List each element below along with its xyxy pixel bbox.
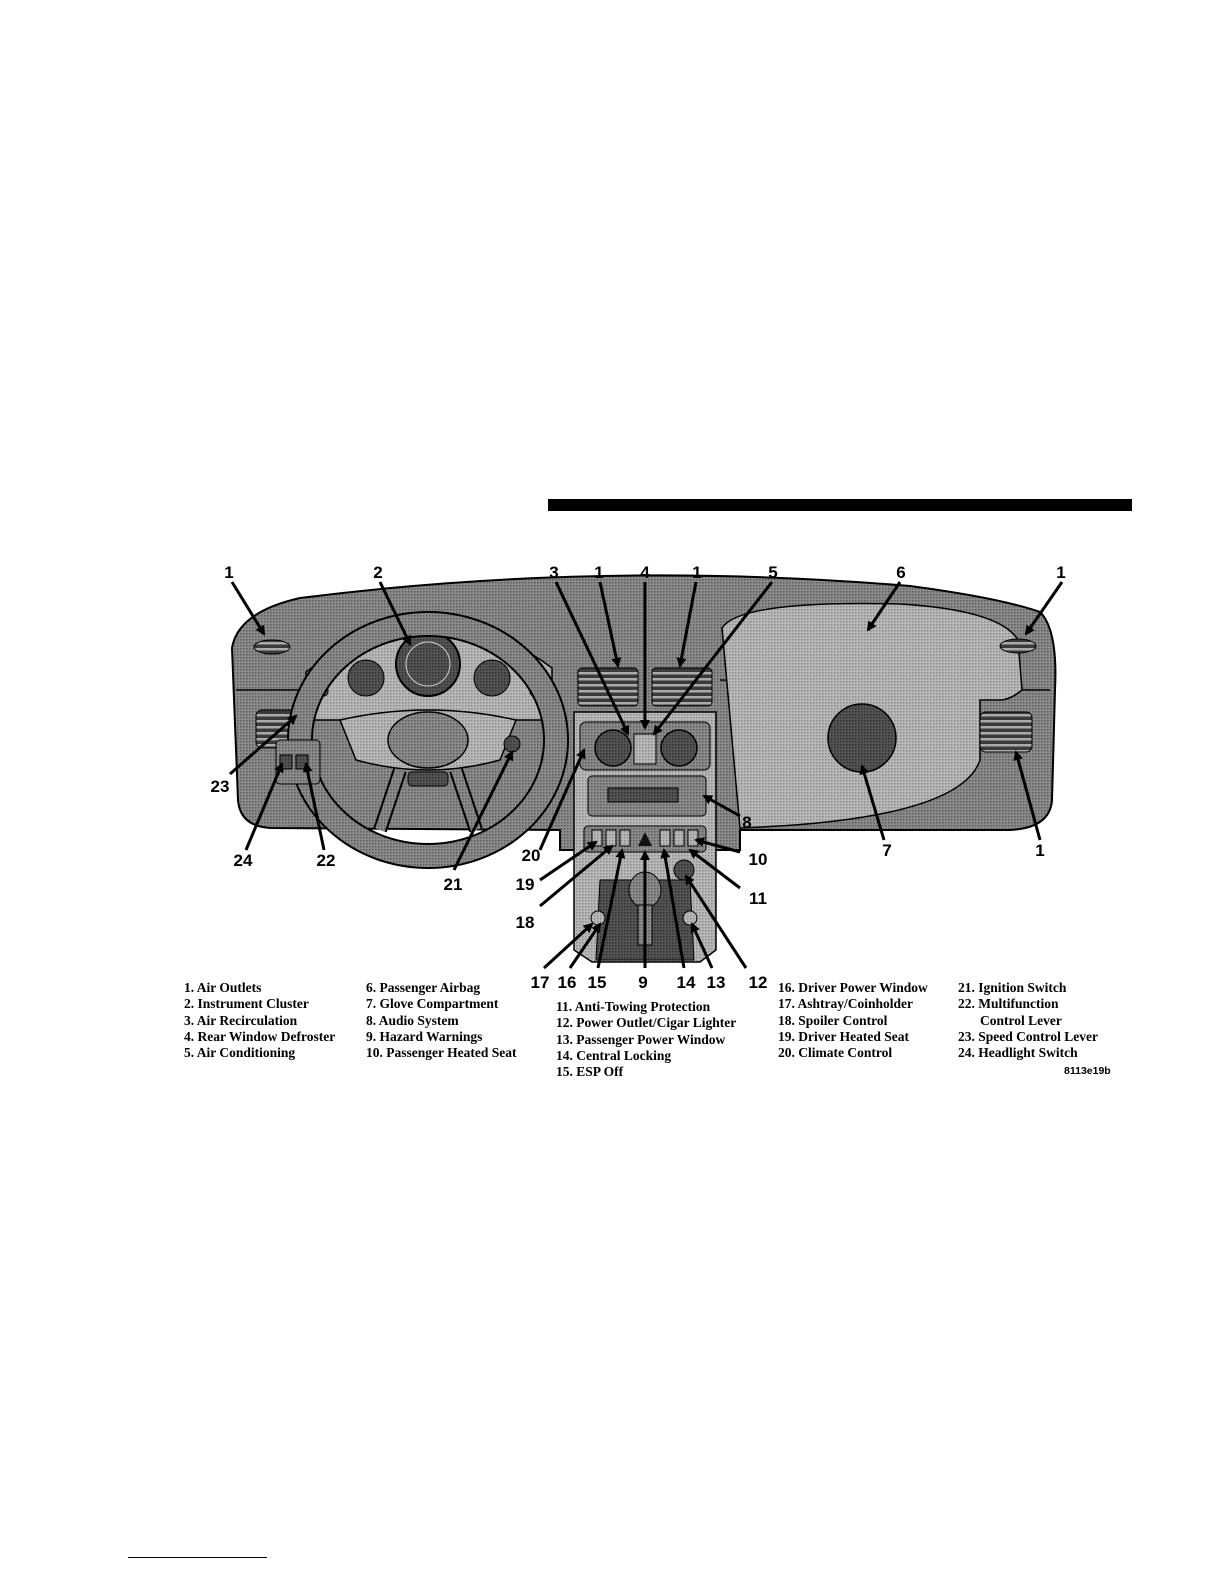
callout-number: 24 xyxy=(234,851,253,870)
callout-number: 1 xyxy=(1056,563,1065,582)
legend-item: 3. Air Recirculation xyxy=(184,1012,298,1028)
legend-item: 5. Air Conditioning xyxy=(184,1045,296,1061)
callout-number: 7 xyxy=(882,841,891,860)
legend-item: 23. Speed Control Lever xyxy=(958,1028,1098,1044)
legend-item: 10. Passenger Heated Seat xyxy=(366,1045,517,1061)
legend-column-2: 6. Passenger Airbag 7. Glove Compartment… xyxy=(366,980,516,1061)
legend-item: 19. Driver Heated Seat xyxy=(778,1028,909,1044)
callout-number: 13 xyxy=(707,973,726,992)
legend-item: 22. Multifunction xyxy=(958,996,1059,1012)
legend-item: 7. Glove Compartment xyxy=(366,996,499,1012)
legend-column-4: 16. Driver Power Window 17. Ashtray/Coin… xyxy=(778,980,928,1061)
callout-number: 3 xyxy=(549,563,558,582)
callout-number: 20 xyxy=(522,846,541,865)
callout-number: 5 xyxy=(768,563,777,582)
legend-item: 24. Headlight Switch xyxy=(958,1045,1078,1061)
legend-item: 14. Central Locking xyxy=(556,1047,672,1063)
callout-number: 22 xyxy=(317,851,336,870)
callout-number: 1 xyxy=(692,563,701,582)
footer-rule xyxy=(128,1557,267,1558)
figure-id: 8113e19b xyxy=(1064,1065,1111,1077)
callout-number: 23 xyxy=(211,777,230,796)
leader-lines xyxy=(229,581,1064,970)
header-rule xyxy=(548,499,1132,511)
legend-item: 4. Rear Window Defroster xyxy=(184,1028,336,1044)
callout-number: 4 xyxy=(640,563,650,582)
callout-number: 9 xyxy=(638,973,647,992)
legend-item: 17. Ashtray/Coinholder xyxy=(778,996,914,1012)
legend-item: 20. Climate Control xyxy=(778,1045,893,1061)
legend-item: 15. ESP Off xyxy=(556,1064,624,1080)
callout-number: 15 xyxy=(588,973,607,992)
callout-number: 11 xyxy=(749,889,767,908)
callout-number: 21 xyxy=(444,875,463,894)
legend-item: 13. Passenger Power Window xyxy=(556,1031,726,1047)
legend-item: 12. Power Outlet/Cigar Lighter xyxy=(556,1015,737,1031)
legend-column-3: 11. Anti-Towing Protection 12. Power Out… xyxy=(556,999,736,1080)
legend-item: 21. Ignition Switch xyxy=(958,980,1067,995)
legend-column-5: 21. Ignition Switch 22. Multifunction Co… xyxy=(958,980,1098,1061)
legend-item: 16. Driver Power Window xyxy=(778,980,928,995)
left-switch-pod xyxy=(275,739,321,785)
callout-number: 6 xyxy=(896,563,905,582)
legend-item: 6. Passenger Airbag xyxy=(366,980,481,995)
legend-item-continuation: Control Lever xyxy=(980,1012,1062,1028)
callout-number: 17 xyxy=(531,973,550,992)
legend-item: 1. Air Outlets xyxy=(184,980,262,995)
callout-number: 8 xyxy=(742,813,751,832)
callout-number: 1 xyxy=(594,563,603,582)
legend-column-1: 1. Air Outlets 2. Instrument Cluster 3. … xyxy=(184,980,335,1061)
legend-item: 9. Hazard Warnings xyxy=(366,1028,483,1044)
callout-number: 16 xyxy=(558,973,577,992)
callout-number: 1 xyxy=(224,563,233,582)
callout-numbers: 1 2 3 1 4 1 5 6 1 23 24 22 21 20 19 18 1… xyxy=(211,563,1066,992)
legend-item: 11. Anti-Towing Protection xyxy=(556,999,711,1014)
callout-number: 12 xyxy=(749,973,768,992)
callout-number: 1 xyxy=(1035,841,1044,860)
legend-item: 8. Audio System xyxy=(366,1012,459,1028)
legend-item: 2. Instrument Cluster xyxy=(184,996,309,1012)
callout-number: 14 xyxy=(677,973,696,992)
callout-number: 18 xyxy=(516,913,535,932)
callout-number: 2 xyxy=(373,563,382,582)
legend-item: 18. Spoiler Control xyxy=(778,1012,888,1028)
callout-number: 19 xyxy=(516,875,535,894)
callout-number: 10 xyxy=(749,850,768,869)
